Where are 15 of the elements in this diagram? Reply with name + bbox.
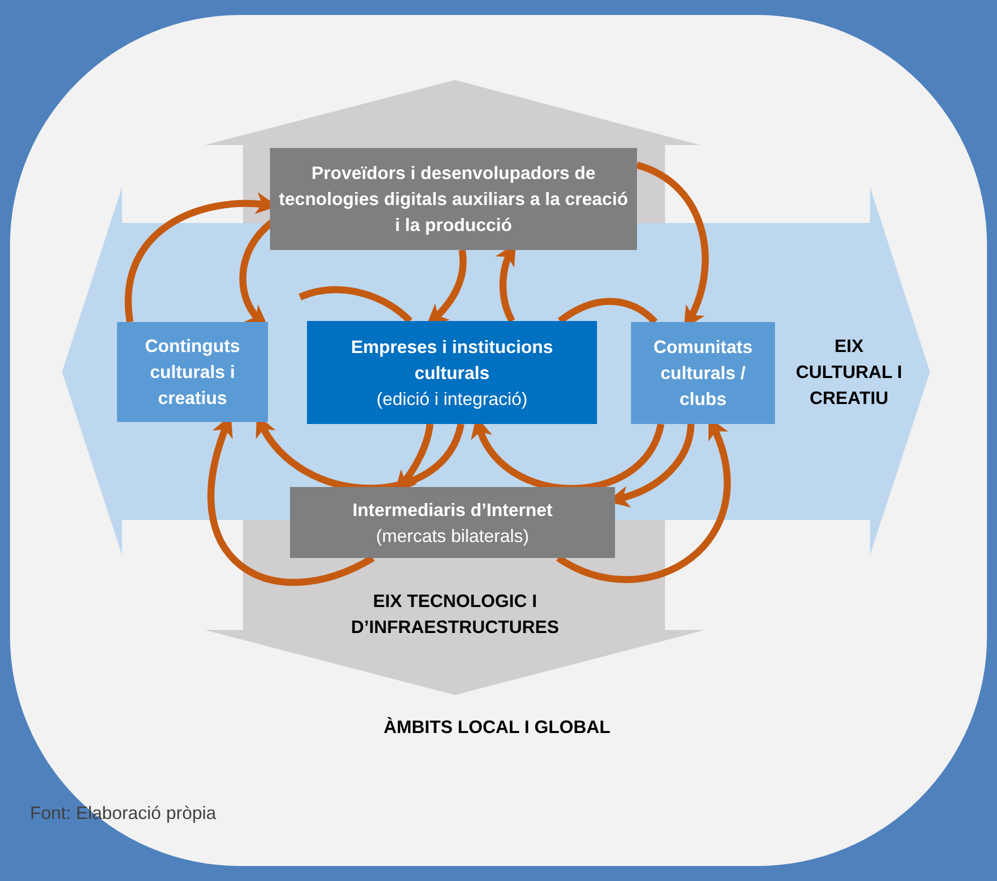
process-box (631, 322, 775, 424)
box-title: Continguts culturals i creatius (144, 335, 241, 410)
box-subtitle: (edició i integració) (376, 388, 528, 411)
box-title: Comunitats culturals / clubs (652, 336, 754, 411)
process-box (307, 321, 597, 424)
process-box (290, 487, 615, 558)
box-subtitle: (mercats bilaterals) (376, 524, 530, 548)
box-title: Intermediaris d’Internet (352, 498, 553, 522)
process-box (117, 322, 268, 422)
axis-label: EIX TECNOLOGIC I D’INFRAESTRUCTURES (350, 590, 560, 639)
box-title: Proveïdors i desenvolupadors de tecnologies digitals auxiliars a la creació i la producció (278, 162, 629, 237)
process-box (270, 148, 637, 250)
box-title: Empreses i institucions culturals (350, 336, 554, 384)
axis-label: ÀMBITS LOCAL I GLOBAL (382, 716, 612, 739)
axis-label: EIX CULTURAL I CREATIU (794, 335, 904, 410)
